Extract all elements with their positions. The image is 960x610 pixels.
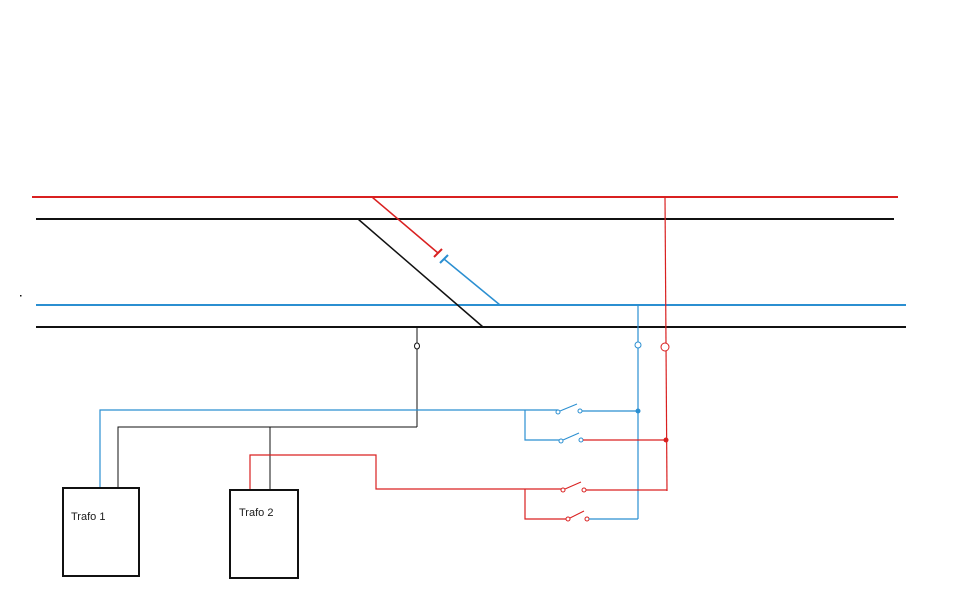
trafo-2-box	[229, 489, 299, 579]
switch-3[interactable]	[560, 481, 587, 493]
switch-4-contact-right	[584, 516, 590, 522]
trafo1-black-lead	[117, 426, 417, 488]
trafo-1: Trafo 1	[62, 487, 140, 577]
red-insulator-mark	[433, 248, 443, 258]
trafo2-red-branch	[524, 489, 566, 520]
switch-4-contact-left	[565, 516, 571, 522]
trafo1-blue-branch	[524, 410, 559, 441]
trafo-1-label: Trafo 1	[71, 511, 105, 523]
switch-2[interactable]	[558, 432, 584, 444]
switch-4[interactable]	[565, 510, 590, 522]
switch-4-lever	[569, 510, 585, 519]
blue-insulator-mark	[439, 254, 449, 264]
switch-1[interactable]	[555, 403, 583, 415]
trafo-2: Trafo 2	[229, 489, 299, 579]
red-feeder-connector	[660, 342, 670, 352]
blue-junction-dot	[635, 408, 641, 414]
crossover-red-diagonal	[371, 196, 439, 254]
switch-2-lever	[562, 432, 580, 441]
switch-1-contact-left	[555, 409, 561, 415]
switch-2-contact-left	[558, 438, 564, 444]
switch-2-contact-right	[578, 437, 584, 443]
switch-3-lever	[564, 481, 582, 490]
switch-3-contact-left	[560, 487, 566, 493]
trafo1-blue-lead	[99, 409, 558, 488]
blue-feeder-connector	[634, 341, 642, 349]
switch-3-contact-right	[581, 487, 587, 493]
crossover-black-diagonal	[357, 218, 484, 328]
crossover-blue-diagonal	[443, 258, 501, 306]
stray-dot	[20, 295, 22, 297]
trafo2-red-lead	[249, 454, 562, 490]
trafo-1-box	[62, 487, 140, 577]
trafo-2-label: Trafo 2	[239, 507, 273, 519]
red-junction-dot	[663, 437, 669, 443]
switch-1-lever	[559, 403, 578, 412]
black-feeder-connector	[414, 342, 420, 350]
switch-1-contact-right	[577, 408, 583, 414]
